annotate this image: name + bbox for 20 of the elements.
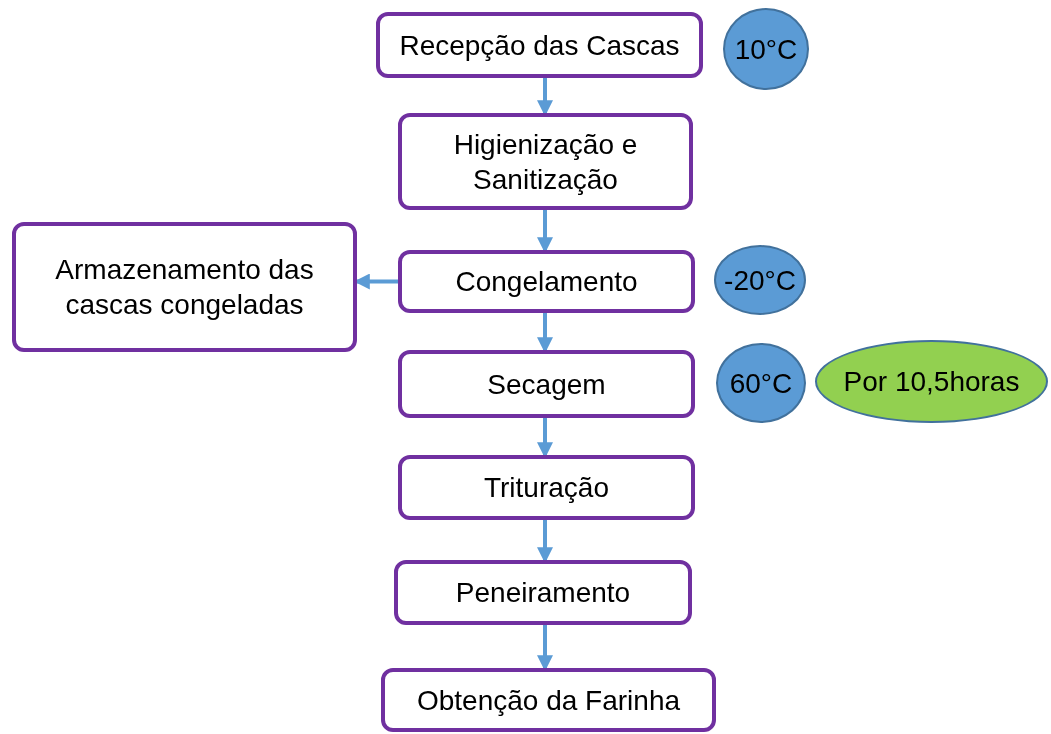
- step-label: Higienização e Sanitização: [452, 127, 639, 197]
- process-box: [394, 560, 692, 625]
- step-label: Peneiramento: [454, 576, 632, 610]
- process-box: [12, 222, 357, 352]
- process-box: [381, 668, 716, 732]
- step-label: 10°C: [733, 32, 799, 67]
- step-label: -20°C: [723, 263, 797, 298]
- step-label: Armazenamento das cascas congeladas: [54, 253, 315, 322]
- step-label: Recepção das Cascas: [398, 28, 681, 63]
- process-box: [398, 455, 695, 520]
- step-label: 60°C: [728, 366, 794, 401]
- process-box: [398, 250, 695, 313]
- step-label: Trituração: [483, 471, 610, 505]
- step-label: Por 10,5horas: [842, 365, 1021, 399]
- process-box: [376, 12, 703, 78]
- step-label: Congelamento: [454, 265, 639, 299]
- process-box: [398, 113, 693, 210]
- process-box: [398, 350, 695, 418]
- step-label: Obtenção da Farinha: [415, 683, 682, 718]
- step-label: Secagem: [486, 367, 607, 402]
